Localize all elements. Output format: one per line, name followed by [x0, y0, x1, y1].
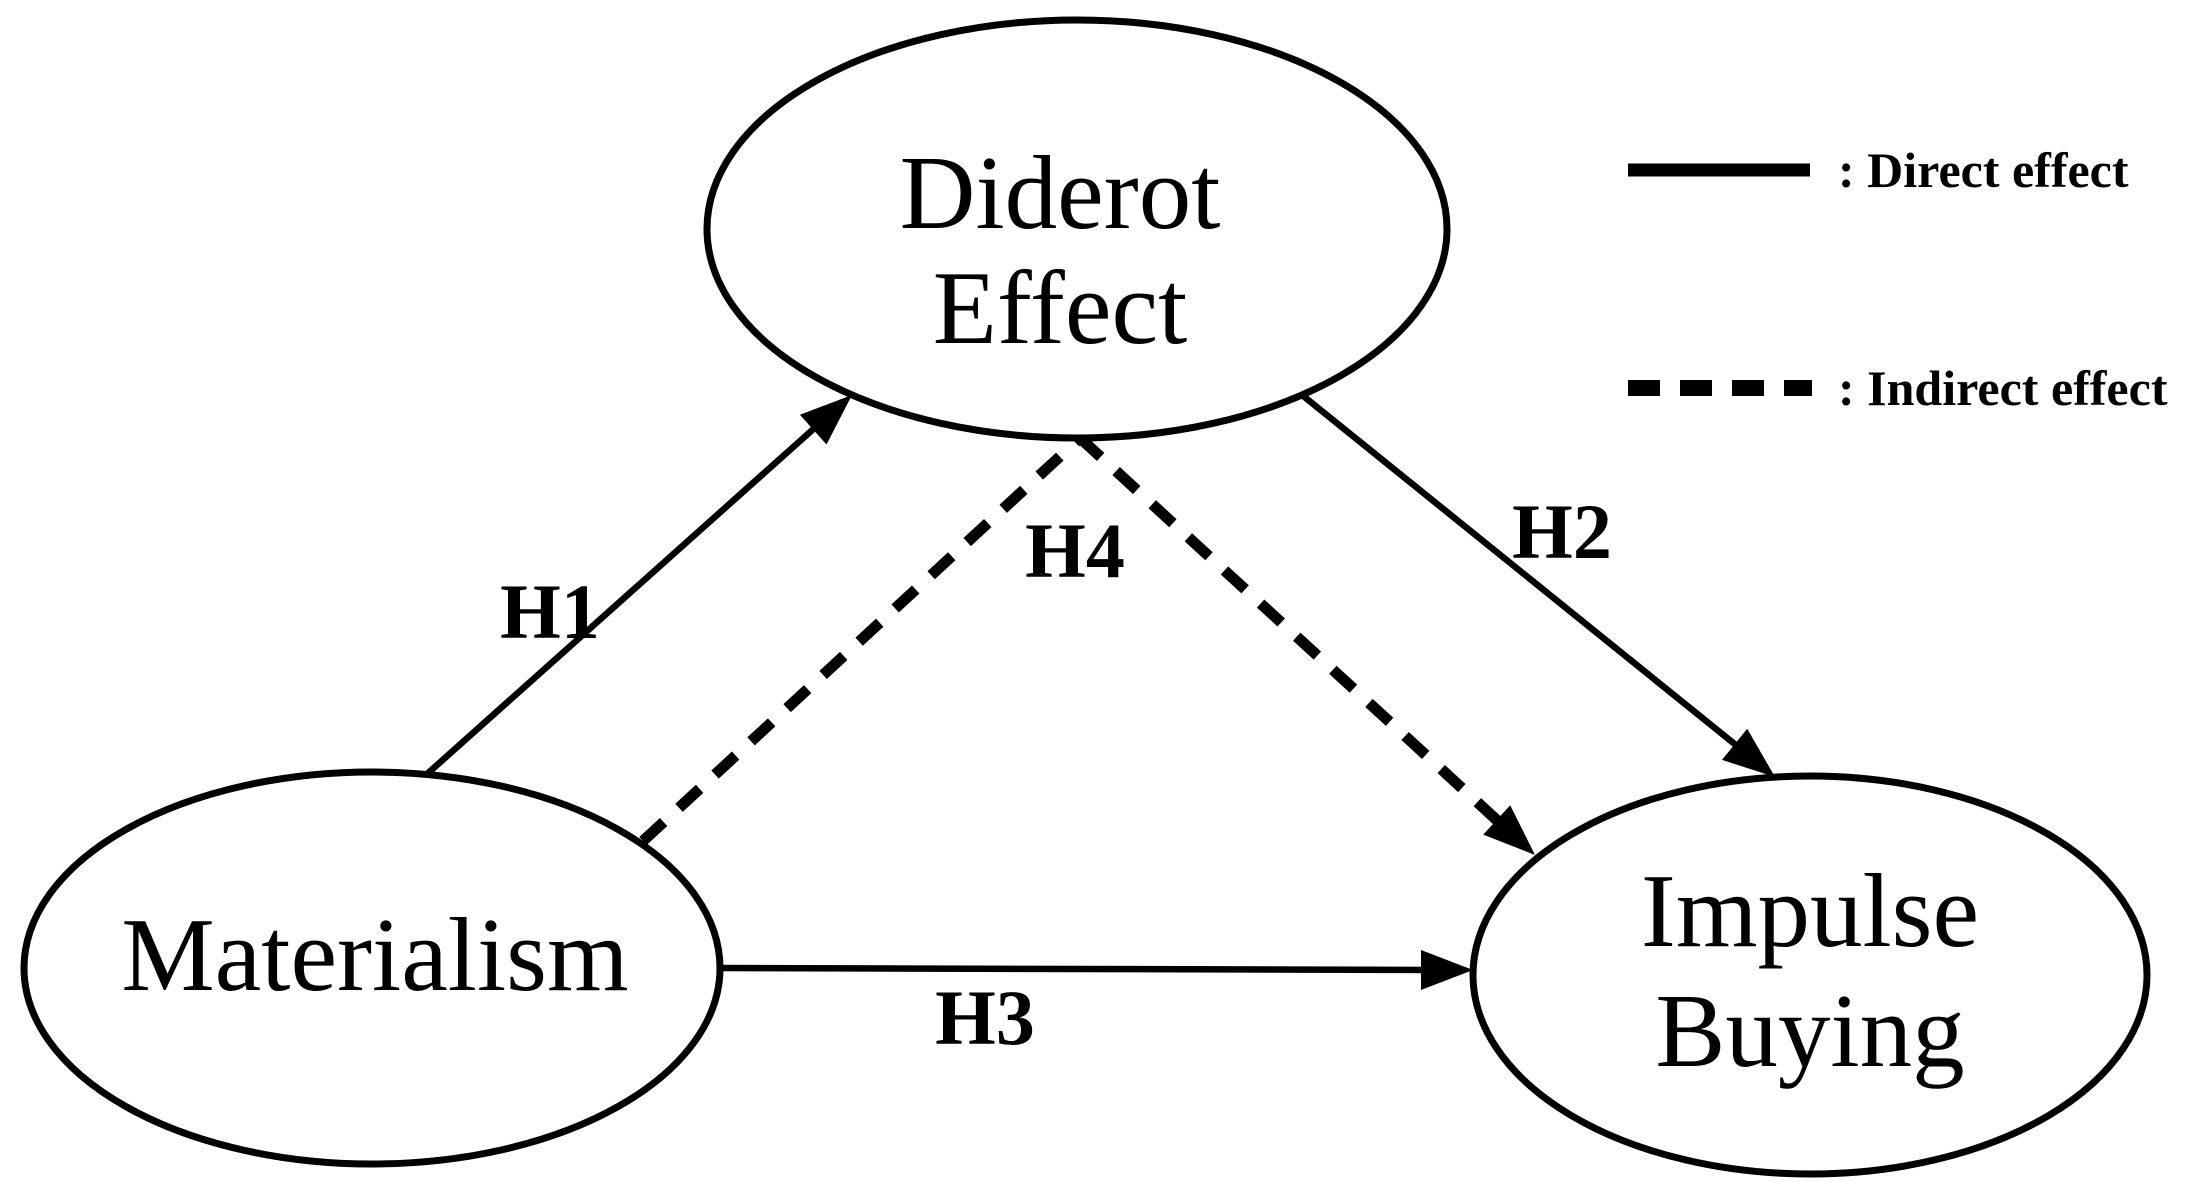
h4-arrowhead-icon — [1483, 805, 1535, 855]
node-impulse-buying — [1469, 772, 2151, 1178]
legend-row-direct: : Direct effect — [1628, 142, 2129, 198]
h3-line — [719, 964, 1449, 974]
diderot-effect-label-line2: Effect — [933, 249, 1188, 366]
legend-direct-effect-label: : Direct effect — [1838, 142, 2129, 198]
edge-h1-direct — [424, 395, 852, 777]
h2-label: H2 — [1512, 488, 1612, 575]
edge-h4-indirect — [639, 433, 1535, 855]
edge-h3-direct — [719, 950, 1473, 990]
h3-arrowhead-icon — [1421, 950, 1473, 990]
h1-arrowhead-icon — [799, 395, 852, 445]
h4-label: H4 — [1025, 507, 1125, 594]
h2-line — [1299, 392, 1755, 761]
node-materialism — [20, 768, 724, 1168]
h3-label: H3 — [935, 974, 1035, 1061]
node-diderot-effect — [703, 16, 1451, 442]
impulse-buying-label-line1: Impulse — [1641, 852, 1979, 969]
h4-dashed-line-left — [639, 433, 1084, 846]
h2-arrowhead-icon — [1722, 728, 1775, 777]
h4-dashed-line-right — [1076, 433, 1504, 828]
diderot-effect-label-line1: Diderot — [900, 134, 1221, 251]
impulse-buying-label-line2: Buying — [1655, 972, 1964, 1089]
legend: : Direct effect : Indirect effect — [1628, 142, 2168, 416]
h1-label: H1 — [500, 568, 600, 655]
edge-h2-direct — [1299, 392, 1775, 777]
h1-line — [424, 413, 831, 777]
legend-indirect-effect-label: : Indirect effect — [1838, 360, 2168, 416]
legend-row-indirect: : Indirect effect — [1628, 360, 2168, 416]
materialism-label: Materialism — [121, 896, 628, 1013]
